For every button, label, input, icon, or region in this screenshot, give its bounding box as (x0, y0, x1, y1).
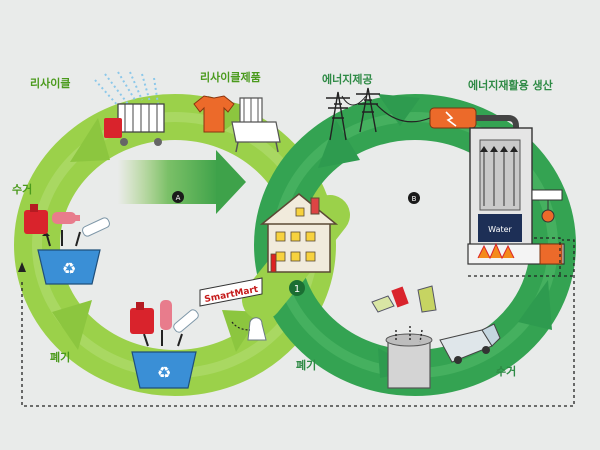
pink-bottle-lower-icon (160, 300, 172, 330)
recycling-bin-upper-icon: ♻ (37, 230, 101, 285)
generator-icon (429, 107, 519, 160)
red-can-lower-icon (130, 302, 154, 334)
shopping-bag-icon (231, 317, 267, 341)
waste-to-energy-plant-icon: Water (467, 127, 574, 277)
loop-a-letter: A (176, 194, 181, 202)
label-collection-right: 수거 (496, 365, 517, 378)
water-bottle-lower-icon (173, 309, 199, 333)
water-bottle-icon (82, 217, 110, 237)
red-can-icon (24, 204, 48, 234)
right-loop-arrowhead-top-left (318, 120, 360, 168)
label-recycle: 리사이클 (30, 77, 71, 90)
left-loop-arrowhead-bottom-left (52, 300, 92, 350)
label-energy-production: 에너지제공 (322, 73, 373, 86)
right-loop-arrowhead-bottom-right (518, 280, 552, 330)
collection-truck-icon (439, 323, 501, 364)
left-loop-arrowhead-top-left (70, 118, 110, 162)
label-disposal-right: 폐기 (296, 359, 317, 372)
loop-b-marker (408, 192, 420, 204)
svg-text:♻: ♻ (62, 259, 76, 278)
energy-flow-arrow (118, 150, 246, 214)
recycling-facility-icon (94, 71, 165, 146)
svg-text:♻: ♻ (157, 363, 171, 382)
house-number-badge (289, 280, 305, 296)
label-disposal-left: 폐기 (50, 351, 71, 364)
label-collection-left: 수거 (12, 183, 33, 196)
label-energy-recovery: 에너지재활용 생산 (468, 79, 553, 92)
chair-icon (231, 97, 281, 153)
loop-b-letter: B (412, 195, 417, 203)
power-pylon-left-icon (326, 91, 350, 141)
house-icon (259, 193, 339, 273)
right-loop-arrowhead-top (378, 94, 420, 126)
boiler-water-label: Water (488, 225, 512, 234)
house-number: 1 (294, 284, 300, 295)
return-path-line (21, 239, 575, 407)
tshirt-icon (193, 95, 235, 133)
pink-bottle-icon (52, 212, 80, 224)
power-line (375, 103, 431, 123)
loop-a-marker (172, 191, 184, 203)
label-recycled-products: 리사이클제품 (200, 71, 261, 84)
power-pylon-right-icon (356, 87, 380, 133)
recycling-bin-lower-icon: ♻ (131, 330, 197, 389)
trash-can-icon (385, 326, 433, 389)
waste-items-icon (371, 285, 437, 313)
